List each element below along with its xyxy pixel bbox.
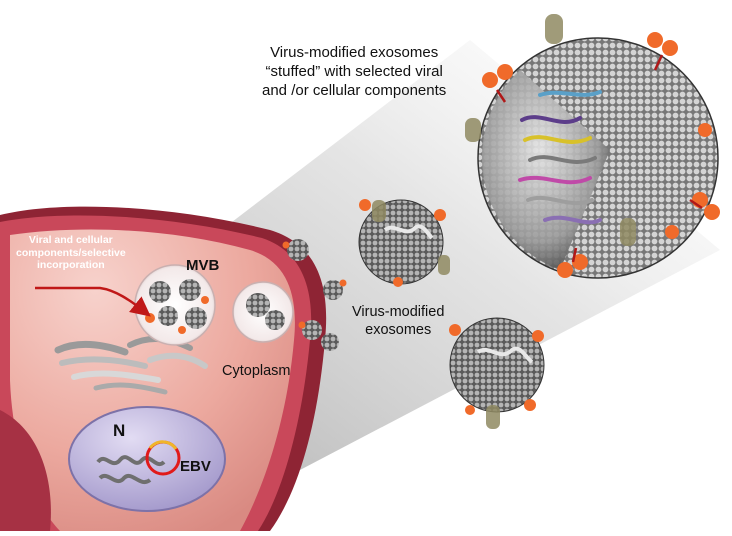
golgi-apparatus bbox=[54, 335, 208, 395]
surface-receptors bbox=[482, 32, 720, 278]
viral-components-line-3: incorporation bbox=[37, 259, 105, 272]
ebv-episome-arc bbox=[148, 440, 178, 450]
ebv-label: EBV bbox=[180, 458, 211, 475]
cytoplasm-label: Cytoplasm bbox=[222, 363, 291, 379]
cargo-molecules bbox=[518, 90, 602, 225]
lower-exosome bbox=[449, 317, 545, 429]
mvb-intraluminal-vesicles bbox=[145, 279, 209, 334]
exosome-detail-line-2: “stuffed” with selected viral bbox=[265, 62, 443, 80]
nucleus-label: N bbox=[113, 421, 126, 440]
large-exosome-cutaway bbox=[465, 14, 720, 279]
released-exosomes bbox=[282, 239, 347, 351]
viral-components-label: Viral and cellular components/selective … bbox=[16, 234, 126, 272]
surface-proteins bbox=[465, 14, 636, 246]
mvb-label: MVB bbox=[186, 257, 220, 274]
virus-modified-line-1: Virus-modified bbox=[352, 304, 445, 320]
membrane-spikes bbox=[495, 54, 703, 263]
viral-components-line-2: components/selective bbox=[16, 246, 126, 259]
secretory-vesicle-content bbox=[246, 293, 270, 317]
viral-components-line-1: Viral and cellular bbox=[28, 234, 113, 246]
chromatin bbox=[96, 455, 166, 484]
mvb-vesicle bbox=[134, 264, 216, 346]
cell-lower-fold bbox=[0, 410, 51, 531]
incorporation-arrow bbox=[35, 286, 151, 317]
exosome-detail-label: Virus-modified exosomes “stuffed” with s… bbox=[262, 44, 446, 100]
virus-modified-line-2: exosomes bbox=[365, 322, 432, 339]
secretory-vesicle-content-2 bbox=[265, 310, 285, 330]
virus-modified-label: Virus-modified exosomes bbox=[352, 303, 444, 339]
medium-exosome bbox=[358, 199, 450, 287]
exosome-detail-line-1: Virus-modified exosomes bbox=[270, 44, 439, 61]
exosome-detail-line-3: and /or cellular components bbox=[262, 81, 447, 99]
